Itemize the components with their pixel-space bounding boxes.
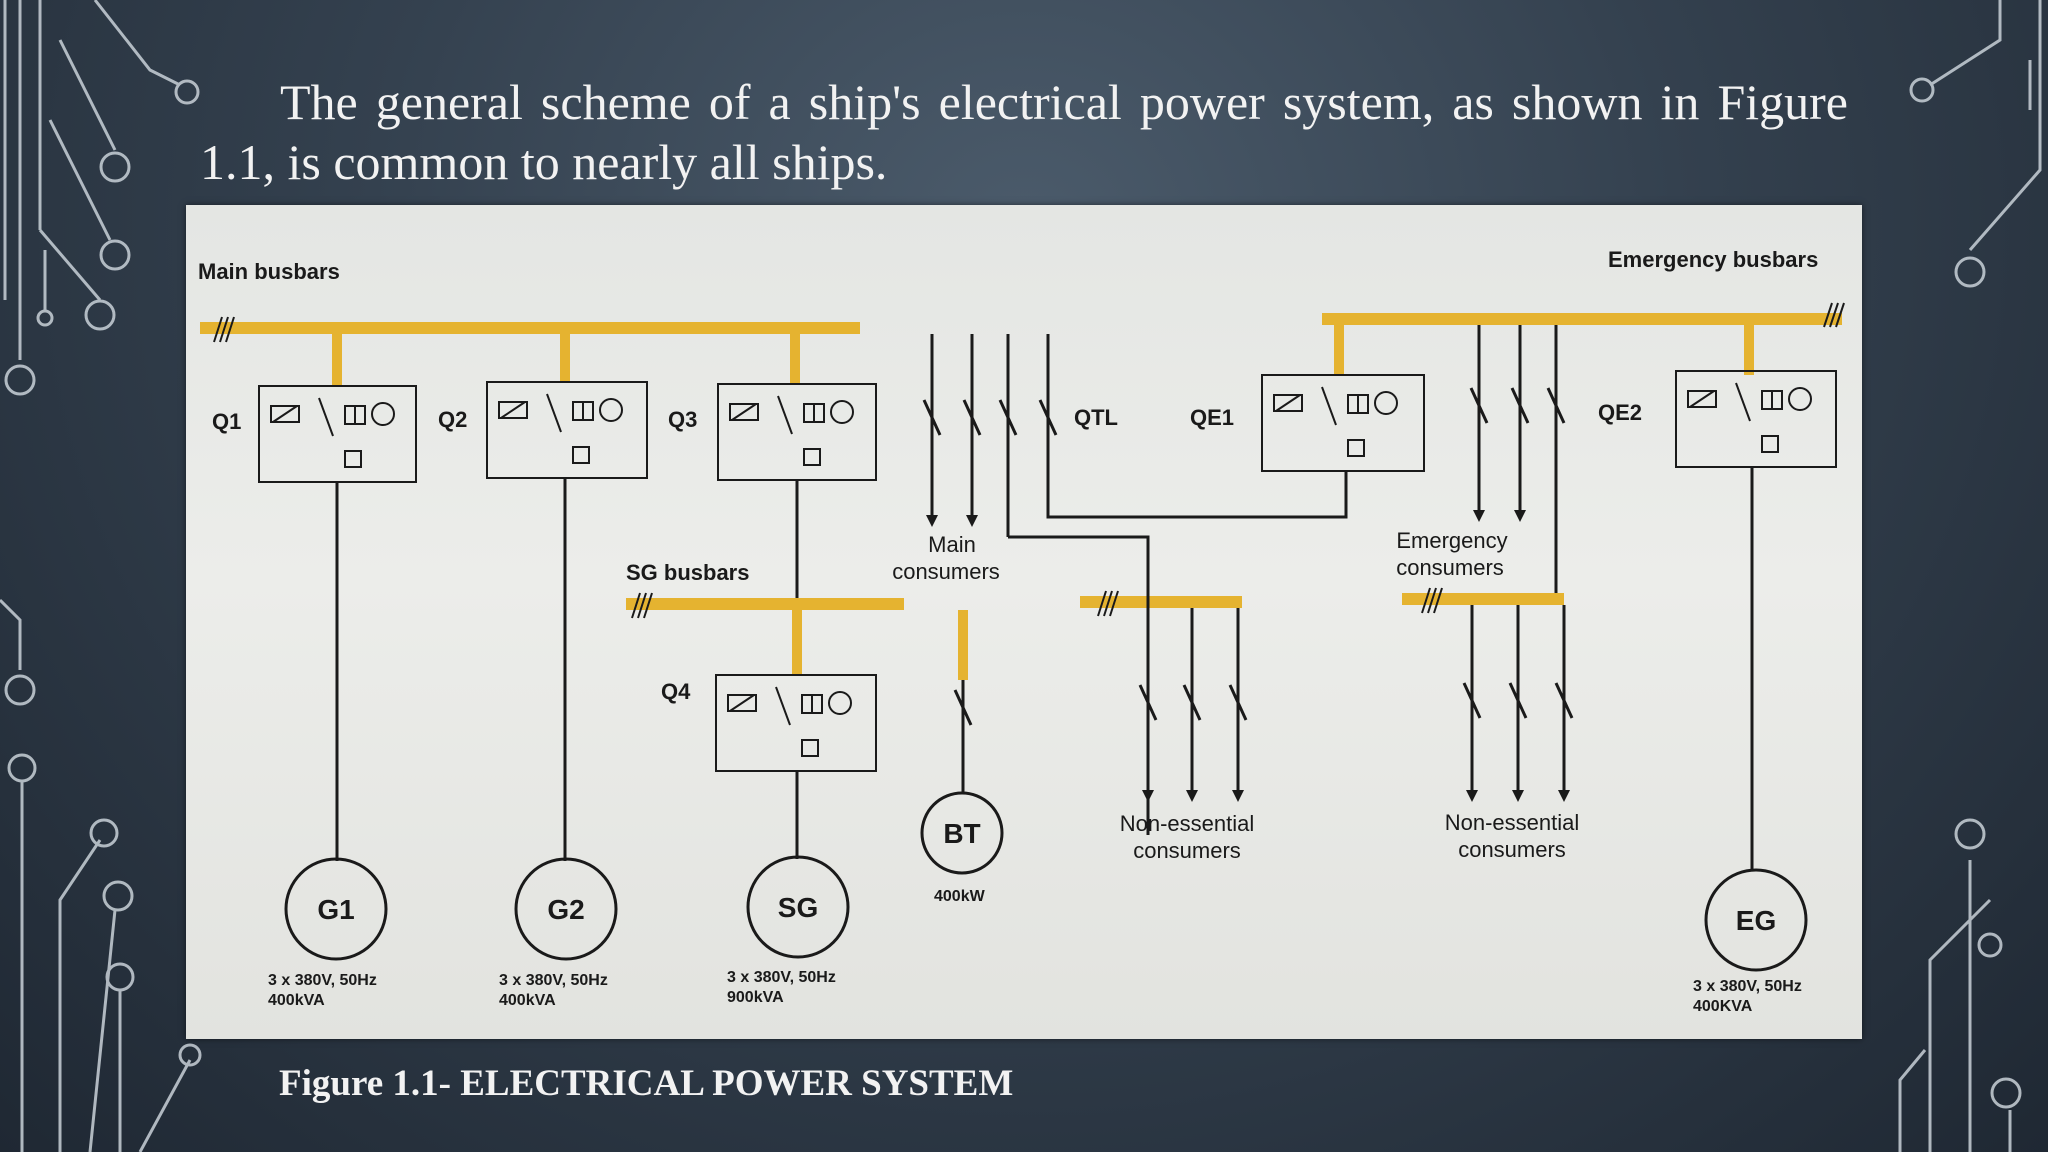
busbars — [200, 313, 1842, 610]
sg-rating-line2: 900kVA — [727, 989, 784, 1006]
breaker-q4 — [715, 674, 877, 772]
label-qtl: QTL — [1074, 405, 1118, 430]
generator-sg — [746, 855, 850, 959]
generator-eg — [1704, 868, 1808, 972]
diagram-photo: Main busbars Emergency busbars SG busbar… — [186, 205, 1862, 1039]
battery-bt — [920, 791, 1004, 875]
label-qe1: QE1 — [1190, 405, 1234, 430]
sg-busbar — [626, 598, 904, 610]
emergency-consumers-line1: Emergency — [1396, 528, 1507, 553]
non-essential-busbar-1 — [1080, 596, 1242, 608]
eg-rating-line1: 3 x 380V, 50Hz — [1693, 978, 1802, 995]
breaker-q2 — [486, 381, 648, 479]
label-q1: Q1 — [212, 409, 241, 434]
slide-heading: The general scheme of a ship's electrica… — [200, 74, 1848, 190]
sg-rating-line1: 3 x 380V, 50Hz — [727, 969, 836, 986]
generator-g1 — [284, 857, 388, 961]
bt-rating: 400kW — [934, 888, 986, 905]
sg-busbars-label: SG busbars — [626, 560, 749, 585]
figure-caption: Figure 1.1- ELECTRICAL POWER SYSTEM — [279, 1063, 1014, 1104]
breaker-qe2 — [1675, 370, 1837, 468]
label-q3: Q3 — [668, 407, 697, 432]
label-qe2: QE2 — [1598, 400, 1642, 425]
generator-g2 — [514, 857, 618, 961]
g2-label: G2 — [547, 894, 584, 925]
emergency-busbars-label: Emergency busbars — [1608, 247, 1818, 272]
breaker-q1 — [258, 385, 417, 483]
g2-rating-line1: 3 x 380V, 50Hz — [499, 972, 608, 989]
switch-symbols — [922, 387, 1574, 726]
eg-rating-line2: 400KVA — [1693, 998, 1753, 1015]
emergency-busbar — [1322, 313, 1842, 325]
sg-label: SG — [778, 892, 818, 923]
emergency-consumers-line2: consumers — [1396, 555, 1504, 580]
non-essential-2-line1: Non-essential — [1445, 810, 1580, 835]
hatch-marks — [213, 302, 1845, 619]
main-consumers-line2: consumers — [892, 559, 1000, 584]
g2-rating-line2: 400kVA — [499, 992, 556, 1009]
non-essential-1-line1: Non-essential — [1120, 811, 1255, 836]
non-essential-2-line2: consumers — [1458, 837, 1566, 862]
main-consumers-line1: Main — [928, 532, 976, 557]
breaker-q3 — [717, 383, 877, 481]
non-essential-busbar-2 — [1402, 593, 1564, 605]
g1-rating-line1: 3 x 380V, 50Hz — [268, 972, 377, 989]
breaker-qe1 — [1261, 374, 1425, 472]
label-q2: Q2 — [438, 407, 467, 432]
g1-label: G1 — [317, 894, 354, 925]
main-busbars-label: Main busbars — [198, 259, 340, 284]
non-essential-1-line2: consumers — [1133, 838, 1241, 863]
g1-rating-line2: 400kVA — [268, 992, 325, 1009]
power-system-diagram: Main busbars Emergency busbars SG busbar… — [198, 247, 1845, 1015]
bt-label: BT — [943, 818, 980, 849]
eg-label: EG — [1736, 905, 1776, 936]
label-q4: Q4 — [661, 679, 691, 704]
main-busbar — [200, 322, 860, 334]
